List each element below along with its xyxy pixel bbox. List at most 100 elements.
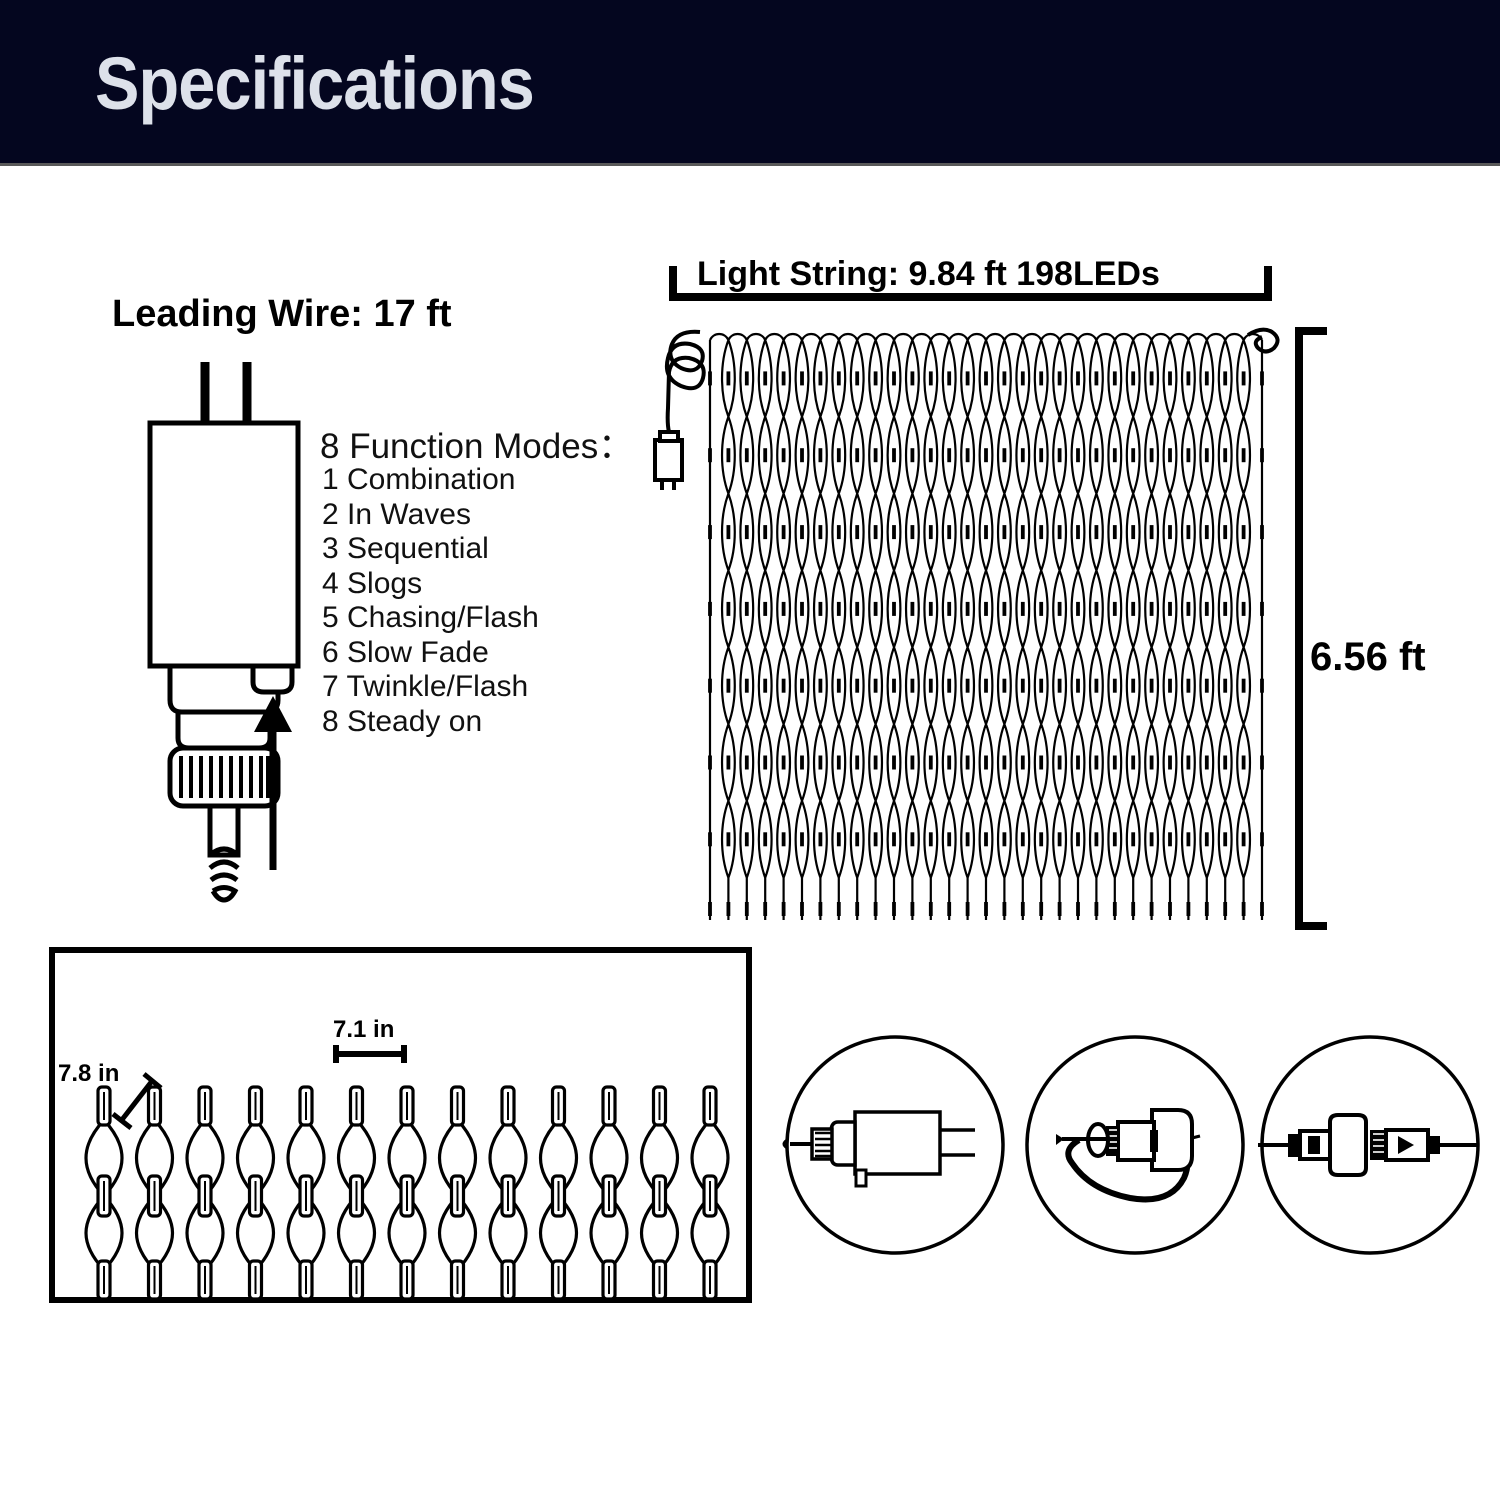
led-bulb xyxy=(928,678,933,693)
function-modes-list: 1 Combination 2 In Waves 3 Sequential 4 … xyxy=(322,463,539,739)
led-bulb xyxy=(910,601,915,616)
led-bulb xyxy=(1223,448,1228,463)
led-bulb xyxy=(1057,902,1062,916)
led-bulb xyxy=(1241,902,1246,916)
led-bulb xyxy=(708,755,712,770)
led-bulb xyxy=(763,902,768,916)
led-bulb xyxy=(818,448,823,463)
led-bulb xyxy=(965,755,970,770)
led-bulb xyxy=(873,601,878,616)
led-bulb xyxy=(726,371,731,386)
led-bulb xyxy=(763,448,768,463)
led-bulb xyxy=(892,601,896,616)
led-bulb xyxy=(1057,755,1062,770)
led-bulb xyxy=(800,832,804,847)
led-bulb xyxy=(892,902,896,916)
leading-wire-title: Leading Wire: 17 ft xyxy=(112,293,452,335)
led-bulb xyxy=(781,371,786,386)
led-bulb xyxy=(1039,832,1044,847)
led-bulb xyxy=(1131,755,1136,770)
led-bulb xyxy=(1260,525,1264,540)
led-bulb xyxy=(1260,902,1264,916)
net-corner-loop xyxy=(1246,327,1280,354)
led-bulb xyxy=(1186,902,1191,916)
led-bulb xyxy=(1094,755,1099,770)
led-bulb xyxy=(1149,832,1154,847)
led-bulb xyxy=(836,755,841,770)
led-bulb xyxy=(1168,525,1172,540)
led-bulb xyxy=(1168,755,1172,770)
led-bulb xyxy=(1094,678,1099,693)
led-bulb xyxy=(965,902,970,916)
led-bulb xyxy=(1168,448,1172,463)
mode-item-1: 1 Combination xyxy=(322,463,516,496)
led-bulb xyxy=(984,525,988,540)
led-bulb xyxy=(965,448,970,463)
led-bulb xyxy=(836,832,841,847)
led-bulb xyxy=(984,678,988,693)
led-bulb xyxy=(984,902,988,916)
led-bulb xyxy=(1241,448,1246,463)
led-bulb xyxy=(1204,678,1209,693)
led-bulb xyxy=(818,832,823,847)
led-bulb xyxy=(1186,601,1191,616)
led-bulb xyxy=(781,525,786,540)
led-bulb xyxy=(781,601,786,616)
detail-coupling-bulb xyxy=(1328,1113,1368,1177)
led-bulb xyxy=(1076,371,1080,386)
led-bulb xyxy=(965,832,970,847)
led-bulb xyxy=(892,448,896,463)
led-bulb xyxy=(1149,678,1154,693)
led-bulb xyxy=(1039,601,1044,616)
mode-item-2: 2 In Waves xyxy=(322,497,471,531)
led-bulb xyxy=(1223,371,1228,386)
led-bulb xyxy=(1020,601,1025,616)
led-bulb xyxy=(1002,525,1007,540)
led-bulb xyxy=(1131,902,1136,916)
led-bulb xyxy=(928,902,933,916)
led-bulb xyxy=(1204,902,1209,916)
led-bulb xyxy=(836,601,841,616)
led-bulb xyxy=(1131,371,1136,386)
net-lead-cable xyxy=(653,329,706,490)
led-bulb xyxy=(1204,371,1209,386)
led-bulb xyxy=(910,678,915,693)
led-bulb xyxy=(1076,678,1080,693)
led-bulb xyxy=(1204,755,1209,770)
led-bulb xyxy=(947,601,952,616)
light-string-dimension-bracket xyxy=(669,266,1272,301)
led-bulb xyxy=(1204,601,1209,616)
led-bulb xyxy=(1002,902,1007,916)
led-bulb xyxy=(947,832,952,847)
led-bulb xyxy=(910,525,915,540)
mode-item-6: 6 Slow Fade xyxy=(322,635,489,669)
led-bulb xyxy=(708,525,712,540)
grip-ribs xyxy=(179,756,270,798)
led-bulb xyxy=(947,678,952,693)
led-bulb xyxy=(781,678,786,693)
led-bulb xyxy=(800,902,804,916)
led-bulb xyxy=(1241,832,1246,847)
led-bulb xyxy=(1149,448,1154,463)
led-bulb xyxy=(873,755,878,770)
led-bulb xyxy=(947,755,952,770)
led-bulb xyxy=(1204,832,1209,847)
page-title: Specifications xyxy=(95,42,535,125)
led-bulb xyxy=(1260,755,1264,770)
led-bulb xyxy=(800,371,804,386)
led-bulb xyxy=(800,525,804,540)
led-bulb xyxy=(855,601,860,616)
led-bulb xyxy=(1112,902,1117,916)
led-bulb xyxy=(1149,902,1154,916)
led-bulb xyxy=(1057,832,1062,847)
detail-circle-controller xyxy=(782,1035,1005,1255)
led-bulb xyxy=(928,525,933,540)
led-bulb xyxy=(1039,371,1044,386)
led-bulb xyxy=(984,755,988,770)
led-bulb xyxy=(1076,755,1080,770)
led-bulb xyxy=(726,832,731,847)
led-bulb xyxy=(1186,371,1191,386)
led-bulb xyxy=(947,448,952,463)
led-bulb xyxy=(1002,601,1007,616)
